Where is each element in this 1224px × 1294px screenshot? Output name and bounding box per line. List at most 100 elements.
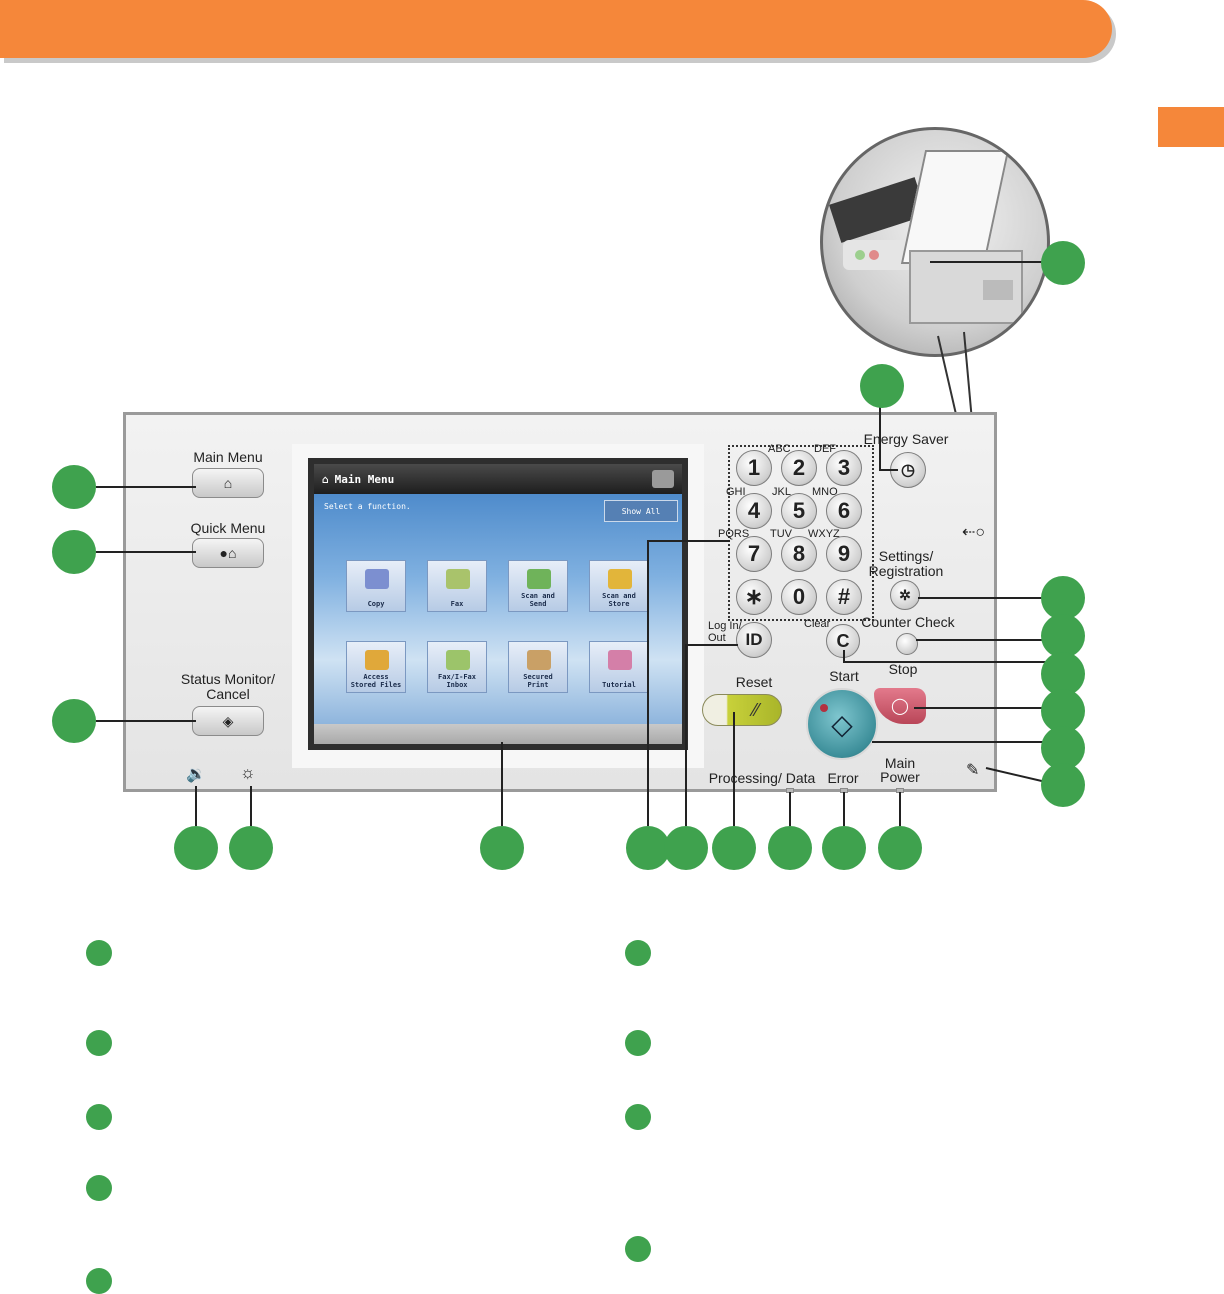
inbox-icon	[446, 650, 470, 670]
legend-bullet	[625, 1104, 651, 1130]
main-power-label: Main Power	[880, 755, 920, 785]
key-6[interactable]: 6	[826, 493, 862, 529]
reset-button[interactable]: ⁄⁄	[702, 694, 782, 726]
login-out-button[interactable]: ID	[736, 622, 772, 658]
tile-label: Secured Print	[523, 673, 553, 689]
key-3[interactable]: 3	[826, 450, 862, 486]
callout-marker	[822, 826, 866, 870]
tile-secured-print[interactable]: Secured Print	[508, 641, 568, 693]
show-all-button[interactable]: Show All	[604, 500, 678, 522]
volume-icon[interactable]: 🔉	[186, 766, 206, 783]
callout-marker	[1041, 652, 1085, 696]
screen-status-strip	[314, 724, 682, 744]
tile-fax[interactable]: Fax	[427, 560, 487, 612]
key-0[interactable]: 0	[781, 579, 817, 615]
callout-marker	[626, 826, 670, 870]
stop-icon: ◯	[891, 698, 909, 715]
callout-marker	[1041, 241, 1085, 285]
secured-print-icon	[527, 650, 551, 670]
quick-menu-button[interactable]: ●⌂	[192, 538, 264, 568]
main-menu-button[interactable]: ⌂	[192, 468, 264, 498]
key-1[interactable]: 1	[736, 450, 772, 486]
tile-label: Fax	[450, 600, 464, 608]
screen-title-bar: ⌂ Main Menu	[314, 464, 682, 494]
reset-label: Reset	[735, 674, 773, 690]
status-monitor-button[interactable]: ◈	[192, 706, 264, 736]
callout-marker	[52, 530, 96, 574]
reset-icon: ⁄⁄	[752, 699, 759, 720]
key-letters-wxyz: WXYZ	[808, 528, 840, 540]
tile-access-stored-files[interactable]: Access Stored Files	[346, 641, 406, 693]
settings-registration-button[interactable]: ✲	[890, 580, 920, 610]
login-out-label: Log In/ Out	[708, 620, 742, 644]
screen-corner-button[interactable]	[652, 470, 674, 488]
copy-icon	[365, 569, 389, 589]
callout-marker	[860, 364, 904, 408]
tile-label: Copy	[367, 600, 385, 608]
legend-bullet	[625, 1236, 651, 1262]
start-label: Start	[829, 668, 859, 684]
settings-icon: ✲	[899, 586, 911, 603]
scan-send-icon	[527, 569, 551, 589]
key-asterisk[interactable]: ∗	[736, 579, 772, 615]
tile-fax-ifax-inbox[interactable]: Fax/I-Fax Inbox	[427, 641, 487, 693]
callout-marker	[1041, 763, 1085, 807]
header-bar	[0, 0, 1112, 58]
key-4[interactable]: 4	[736, 493, 772, 529]
tile-label: Tutorial	[602, 681, 636, 689]
key-7[interactable]: 7	[736, 536, 772, 572]
legend-bullet	[86, 1030, 112, 1056]
start-icon: ◇	[831, 708, 853, 740]
key-letters-jkl: JKL	[772, 486, 791, 498]
start-button[interactable]: ◇	[806, 688, 878, 760]
key-5[interactable]: 5	[781, 493, 817, 529]
key-9[interactable]: 9	[826, 536, 862, 572]
chapter-tab	[1158, 107, 1224, 147]
legend-bullet	[86, 1104, 112, 1130]
tile-label: Scan and Store	[602, 592, 636, 608]
callout-marker	[480, 826, 524, 870]
touch-panel-display[interactable]: ⌂ Main Menu Select a function. Show All …	[308, 458, 688, 750]
callout-marker	[1041, 689, 1085, 733]
key-8[interactable]: 8	[781, 536, 817, 572]
quick-menu-label: Quick Menu	[190, 520, 266, 536]
brightness-icon[interactable]: ☼	[240, 763, 256, 782]
tutorial-icon	[608, 650, 632, 670]
callout-marker	[1041, 576, 1085, 620]
processing-data-label: Processing/ Data	[708, 770, 816, 786]
energy-saver-icon: ◷	[901, 462, 915, 479]
tile-copy[interactable]: Copy	[346, 560, 406, 612]
callout-marker	[174, 826, 218, 870]
main-menu-label: Main Menu	[193, 449, 263, 465]
key-hash[interactable]: #	[826, 579, 862, 615]
home-icon: ⌂	[223, 475, 233, 491]
key-letters-pqrs: PQRS	[718, 528, 750, 540]
key-letters-mno: MNO	[812, 486, 838, 498]
usb-zoom-inset	[820, 127, 1050, 357]
callout-marker	[229, 826, 273, 870]
legend-bullet	[86, 940, 112, 966]
status-monitor-icon: ◈	[222, 712, 234, 729]
keypad-outline	[728, 445, 874, 621]
callout-marker	[712, 826, 756, 870]
callout-leaders	[96, 261, 1047, 826]
tile-scan-and-send[interactable]: Scan and Send	[508, 560, 568, 612]
key-2[interactable]: 2	[781, 450, 817, 486]
key-letters-def: DEF	[814, 443, 836, 455]
clear-label: Clear	[804, 618, 831, 630]
legend-bullet	[86, 1175, 112, 1201]
callout-marker	[1041, 614, 1085, 658]
key-letters-abc: ABC	[768, 443, 791, 455]
quick-menu-icon: ●⌂	[219, 545, 237, 561]
counter-check-button[interactable]	[896, 633, 918, 655]
tile-scan-and-store[interactable]: Scan and Store	[589, 560, 649, 612]
settings-registration-label: Settings/ Registration	[868, 548, 944, 579]
tile-label: Scan and Send	[521, 592, 555, 608]
tile-tutorial[interactable]: Tutorial	[589, 641, 649, 693]
pen-icon[interactable]: ✎	[966, 762, 980, 779]
tile-label: Access Stored Files	[350, 673, 402, 689]
start-indicator-led	[820, 704, 828, 712]
screen-title: Main Menu	[334, 472, 395, 486]
legend-bullet	[625, 940, 651, 966]
legend-bullet	[625, 1030, 651, 1056]
